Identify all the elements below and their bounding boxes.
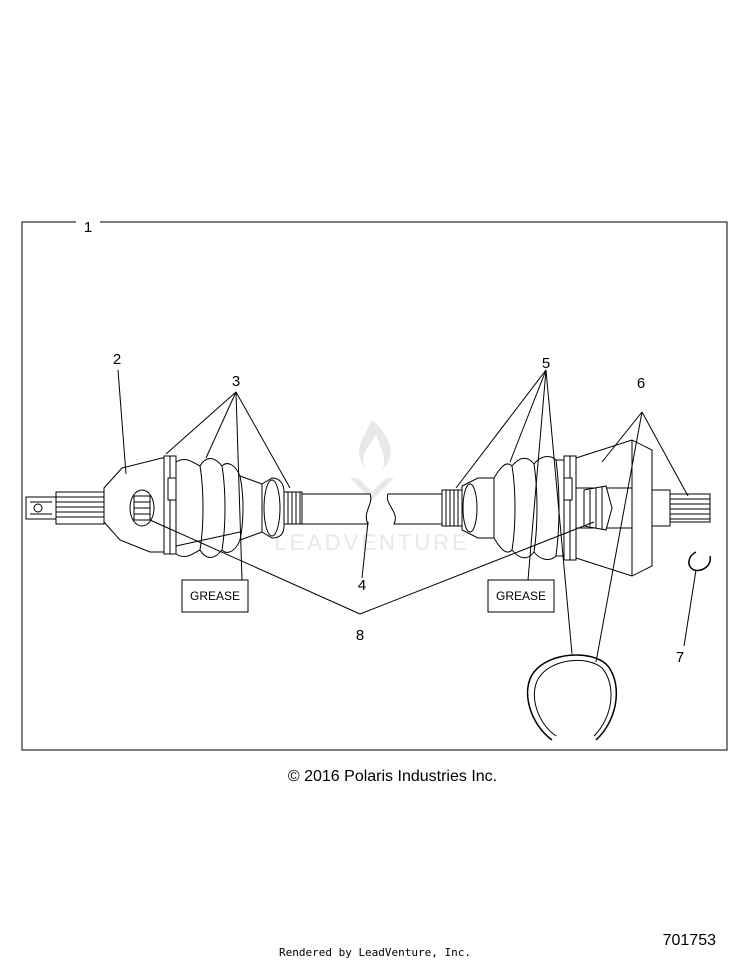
- left-inner-clamp: [283, 491, 303, 525]
- callout-5: 5: [542, 355, 550, 372]
- shaft-left-segment: [301, 493, 372, 525]
- callout-8: 8: [356, 627, 364, 644]
- retaining-ring: [526, 654, 618, 741]
- callout-4: 4: [358, 577, 366, 594]
- shaft-right-segment: [386, 493, 443, 525]
- watermark-text: LEADVENTURE: [274, 530, 470, 555]
- right-splined-stub: [651, 489, 711, 527]
- leader-lines: [117, 369, 697, 663]
- diagram-part-number: 701753: [662, 932, 716, 949]
- svg-text:GREASE: GREASE: [190, 589, 240, 603]
- left-boot: [175, 458, 263, 558]
- assembly-frame: [21, 221, 728, 751]
- callout-7: 7: [676, 649, 684, 666]
- callout-2: 2: [113, 351, 121, 368]
- right-boot: [493, 456, 565, 560]
- callout-3: 3: [232, 373, 240, 390]
- rendered-by-credit: Rendered by LeadVenture, Inc.: [278, 946, 472, 959]
- tripod-spider: [583, 485, 613, 531]
- grease-label-left: GREASE: [181, 579, 249, 613]
- copyright-notice: © 2016 Polaris Industries Inc.: [287, 768, 498, 785]
- grease-label-right: GREASE: [487, 579, 555, 613]
- leadventure-watermark: LEADVENTURE: [274, 420, 470, 555]
- left-splined-stub: [25, 491, 105, 525]
- callout-1: 1: [84, 219, 92, 236]
- right-inner-clamp: [441, 489, 463, 527]
- callout-6: 6: [637, 375, 645, 392]
- circlip: [688, 551, 711, 572]
- svg-text:GREASE: GREASE: [496, 589, 546, 603]
- axle-assembly: [25, 439, 711, 741]
